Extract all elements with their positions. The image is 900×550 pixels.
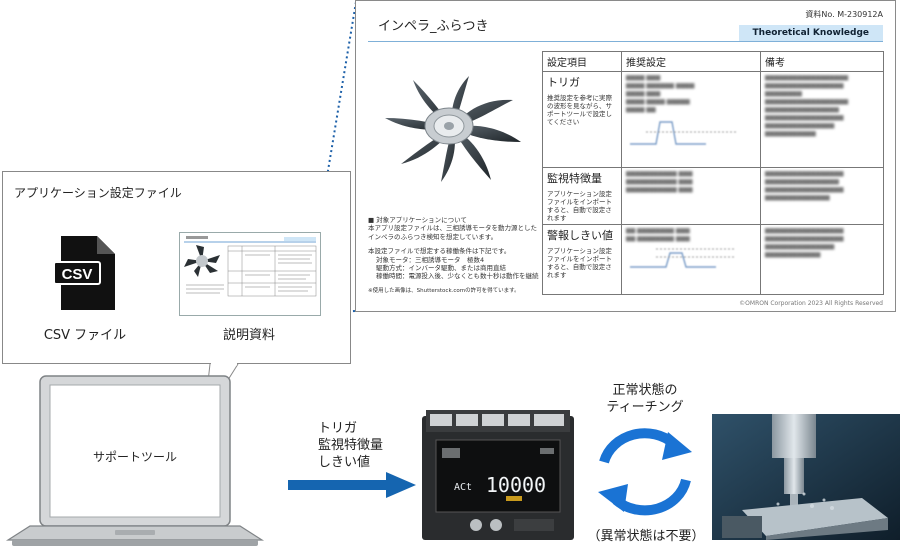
app-file-title: アプリケーション設定ファイル xyxy=(14,184,182,201)
explanation-document: 資料No. M-230912A インペラ_ふらつき Theoretical Kn… xyxy=(355,0,896,312)
document-title: インペラ_ふらつき xyxy=(378,15,489,34)
cycle-label-line1: 正常状態の xyxy=(600,382,690,399)
cycle-label-line2: ティーチング xyxy=(600,399,690,416)
threshold-recommended: ▆▆ ▆▆▆▆▆▆▆▆ ▆▆▆▆▆ ▆▆▆▆▆▆▆▆ ▆▆▆ xyxy=(622,225,761,295)
laptop-screen-text: サポートツール xyxy=(50,448,220,465)
blurred-text: ▆▆▆▆▆▆▆▆▆▆▆▆▆▆▆▆▆▆▆▆▆▆▆▆▆▆▆▆▆▆▆▆▆▆▆▆▆▆▆▆… xyxy=(765,227,879,259)
trigger-waveform xyxy=(626,114,744,150)
document-label: 説明資料 xyxy=(199,324,299,343)
arrow-label-threshold: しきい値 xyxy=(318,454,370,471)
title-divider xyxy=(368,41,883,42)
document-thumbnail xyxy=(179,232,321,316)
threshold-remarks: ▆▆▆▆▆▆▆▆▆▆▆▆▆▆▆▆▆▆▆▆▆▆▆▆▆▆▆▆▆▆▆▆▆▆▆▆▆▆▆▆… xyxy=(761,225,884,295)
right-arrow-icon xyxy=(288,472,418,498)
monitoring-device: ACt 10000 xyxy=(422,410,574,540)
row-threshold-name: 警報しきい値 xyxy=(547,227,617,243)
row-threshold: 警報しきい値 アプリケーション設定ファイルをインポートすると、自動で設定されます xyxy=(543,225,622,295)
document-notes: ■ 対象アプリケーションについて 本アプリ設定ファイルは、三相誘導モータを動力源… xyxy=(368,216,540,295)
arrow-label-feature: 監視特徴量 xyxy=(318,437,383,454)
row-trigger-name: トリガ xyxy=(547,74,617,90)
note-line: 稼働時間：電源投入後、少なくとも数十秒は動作を継続 xyxy=(368,272,540,280)
note-line: 本アプリ設定ファイルは、三相誘導モータを動力源としたインペラのふらつき検知を想定… xyxy=(368,224,540,241)
document-badge: Theoretical Knowledge xyxy=(739,25,883,41)
feature-recommended: ▆▆▆▆▆▆▆▆▆▆▆ ▆▆▆▆▆▆▆▆▆▆▆▆▆▆ ▆▆▆▆▆▆▆▆▆▆▆▆▆… xyxy=(622,168,761,225)
trigger-remarks: ▆▆▆▆▆▆▆▆▆▆▆▆▆▆▆▆▆▆▆▆▆▆▆▆▆▆▆▆▆▆▆▆▆▆▆▆▆▆▆▆… xyxy=(761,72,884,168)
blurred-text: ▆▆▆▆▆▆▆▆▆▆▆▆▆▆▆▆▆▆▆▆▆▆▆▆▆▆▆▆▆▆▆▆▆▆▆▆▆▆▆▆… xyxy=(765,170,879,202)
row-feature: 監視特徴量 アプリケーション設定ファイルをインポートすると、自動で設定されます xyxy=(543,168,622,225)
document-number: 資料No. M-230912A xyxy=(805,9,883,20)
row-feature-name: 監視特徴量 xyxy=(547,170,617,186)
note-line: 対象モータ：三相誘導モータ 極数4 xyxy=(368,256,540,264)
csv-icon-text: CSV xyxy=(62,266,93,283)
cycle-arrows-icon xyxy=(590,422,700,522)
note-line: 本設定ファイルで想定する稼働条件は下記です。 xyxy=(368,247,540,255)
blurred-text: ▆▆ ▆▆▆▆▆▆▆▆ ▆▆▆▆▆ ▆▆▆▆▆▆▆▆ ▆▆▆ xyxy=(626,227,756,243)
document-thumbnail-image xyxy=(180,233,320,315)
cycle-note: （異常状態は不要） xyxy=(578,528,714,545)
row-trigger-desc: 推奨設定を参考に実際の波形を見ながら、サポートツールで設定してください xyxy=(547,94,617,126)
impeller-image xyxy=(378,73,528,183)
application-settings-file-box: アプリケーション設定ファイル CSV CSV ファイル xyxy=(2,171,351,364)
note-line: ※使用した画像は、Shutterstock.comの許可を得ています。 xyxy=(368,287,540,295)
row-threshold-desc: アプリケーション設定ファイルをインポートすると、自動で設定されます xyxy=(547,247,617,279)
feature-remarks: ▆▆▆▆▆▆▆▆▆▆▆▆▆▆▆▆▆▆▆▆▆▆▆▆▆▆▆▆▆▆▆▆▆▆▆▆▆▆▆▆… xyxy=(761,168,884,225)
csv-file-label: CSV ファイル xyxy=(35,324,135,343)
row-feature-desc: アプリケーション設定ファイルをインポートすると、自動で設定されます xyxy=(547,190,617,222)
row-trigger: トリガ 推奨設定を参考に実際の波形を見ながら、サポートツールで設定してください xyxy=(543,72,622,168)
header-remarks: 備考 xyxy=(761,52,884,72)
trigger-recommended: ▆▆▆▆ ▆▆▆▆▆▆▆ ▆▆▆▆▆▆ ▆▆▆▆▆▆▆▆ ▆▆▆▆▆▆▆ ▆▆▆… xyxy=(622,72,761,168)
header-setting-item: 設定項目 xyxy=(543,52,622,72)
blurred-text: ▆▆▆▆ ▆▆▆▆▆▆▆ ▆▆▆▆▆▆ ▆▆▆▆▆▆▆▆ ▆▆▆▆▆▆▆ ▆▆▆… xyxy=(626,74,756,114)
arrow-label-trigger: トリガ xyxy=(318,420,357,437)
header-recommended: 推奨設定 xyxy=(622,52,761,72)
blurred-text: ▆▆▆▆▆▆▆▆▆▆▆ ▆▆▆▆▆▆▆▆▆▆▆▆▆▆ ▆▆▆▆▆▆▆▆▆▆▆▆▆… xyxy=(626,170,756,194)
blurred-text: ▆▆▆▆▆▆▆▆▆▆▆▆▆▆▆▆▆▆▆▆▆▆▆▆▆▆▆▆▆▆▆▆▆▆▆▆▆▆▆▆… xyxy=(765,74,879,138)
machining-photo xyxy=(712,414,900,540)
device-main-display: 10000 xyxy=(486,473,546,497)
document-footer: ©OMRON Corporation 2023 All Rights Reser… xyxy=(739,300,883,307)
csv-file-icon: CSV xyxy=(53,234,119,312)
threshold-waveform xyxy=(626,243,744,273)
settings-table: 設定項目 推奨設定 備考 トリガ 推奨設定を参考に実際の波形を見ながら、サポート… xyxy=(542,51,884,295)
device-left-display: ACt xyxy=(454,482,472,493)
